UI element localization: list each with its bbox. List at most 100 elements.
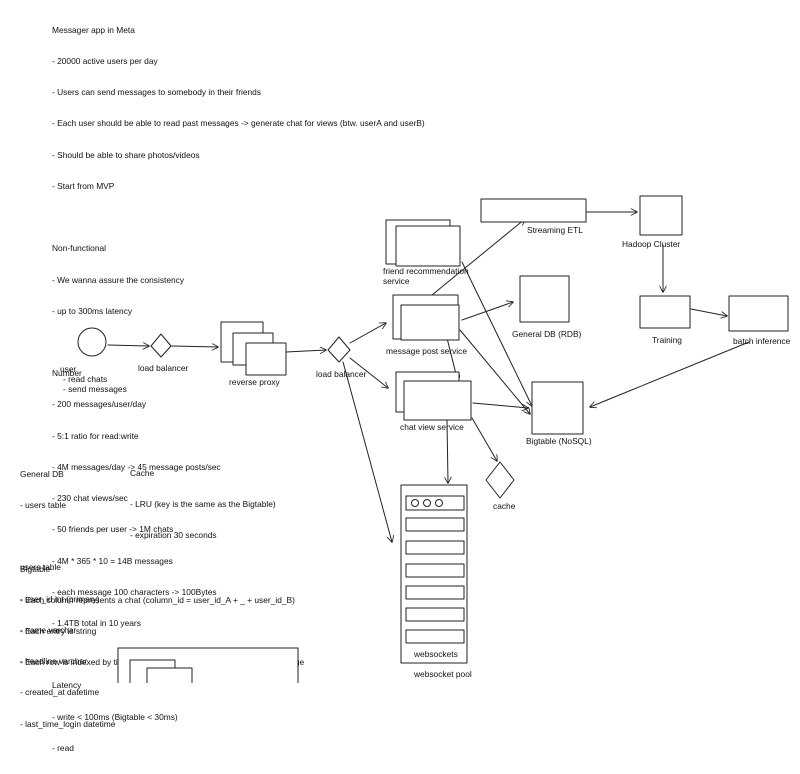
architecture-diagram: user - read chats - send messages load b… [60,195,791,683]
general-db-node: General DB (RDB) [512,275,582,339]
numbers-item: - 1.4TB total in 10 years [52,617,141,628]
arrow-post-to-etl [431,219,525,296]
training-label: Training [652,335,682,345]
load-balancer-2: load balancer [316,336,366,379]
user-item: - read chats [63,374,107,384]
training-box [639,295,691,329]
chat-view-service-box [403,380,472,421]
numbers-item: - each message 100 characters -> 100Byte… [52,586,217,597]
requirements-item: - Should be able to share photos/videos [52,149,200,160]
websocket-dot-icon [411,499,419,507]
websocket-slot [405,607,465,622]
users-table-item: - headline varchar [20,656,88,667]
arrow-friendrec-to-bigtable [461,261,532,406]
arrow-proxy-to-lb2 [285,350,326,352]
cache-diamond-icon [485,461,515,499]
arrow-lb2-to-post [349,323,386,344]
numbers-item: - 4M messages/day -> 45 message posts/se… [52,461,221,472]
numbers-item: - 50 friends per user -> 1M chats [52,524,174,535]
load-balancer-2-label: load balancer [316,369,366,379]
websocket-dot-icon [435,499,443,507]
users-table-item: - last_time_login datetime [20,718,116,729]
nonfunctional-title: Non-functional [52,243,107,254]
partial-bottom-box [146,667,193,683]
websocket-slot [405,585,465,600]
hadoop-cluster-label: Hadoop Cluster [622,239,680,249]
arrow-user-to-lb [107,345,149,346]
users-table-title: users table [20,562,61,573]
cache-item: - expiration 30 seconds [130,530,217,541]
users-table-item: - created_at datetime [20,687,100,698]
hadoop-cluster-box [639,195,683,236]
bigtable-label: Bigtable (NoSQL) [526,436,592,446]
friend-recommendation-box [395,225,461,267]
friend-recommendation-label: service [383,276,410,286]
nonfunctional-item: - We wanna assure the consistency [52,274,185,285]
general-db-box [519,275,570,323]
arrow-training-to-batch [690,308,727,316]
batch-inference-box [728,295,789,332]
user-node: user - read chats - send messages [60,327,127,394]
batch-inference-node: batch inference [728,295,791,346]
arrow-chatview-to-bigtable [472,402,528,408]
cache-item: - LRU (key is the same as the Bigtable) [130,499,276,510]
general-db-label: General DB (RDB) [512,329,582,339]
training-node: Training [639,295,691,345]
numbers-title: Number [52,368,82,379]
websockets-label: websockets [413,649,458,659]
connection-arrows [107,212,750,542]
numbers-item: - 5:1 ratio for read:write [52,430,139,441]
user-circle-icon [77,327,107,357]
websocket-pool-node: websockets websocket pool [400,484,472,679]
websocket-dot-icon [423,499,431,507]
load-balancer-diamond-icon [150,333,172,358]
websocket-slot [405,540,465,555]
requirements-item: - 20000 active users per day [52,56,158,67]
arrow-lb2-to-chatview [349,357,388,388]
reverse-proxy-box [245,342,287,376]
numbers-item: - 200 messages/user/day [52,399,147,410]
partial-bottom-node [117,647,299,683]
websocket-slot [405,517,465,532]
load-balancer-1: load balancer [138,333,188,373]
hadoop-cluster-node: Hadoop Cluster [622,195,683,249]
message-post-service-label: message post service [386,346,467,356]
arrow-lb-to-proxy [171,346,218,347]
bigtable-title: Bigtable [20,563,51,574]
arrow-chatview-to-cache [471,417,497,461]
users-table-item: - user_id int (primary) [20,593,100,604]
arrow-post-to-generaldb [461,302,513,321]
requirements-item: - Users can send messages to somebody in… [52,87,262,98]
load-balancer-1-label: load balancer [138,363,188,373]
chat-view-service-label: chat view service [400,422,464,432]
reverse-proxy-node: reverse proxy [220,321,287,387]
websocket-pool-label: websocket pool [413,669,472,679]
users-table-item: - name varchar [20,624,77,635]
arrow-lb2-to-websockets [342,361,392,542]
general-db-item: - users table [20,500,67,511]
cache-notes: Cache - LRU (key is the same as the Bigt… [130,447,276,561]
user-label: user [60,364,77,374]
load-balancer-diamond-icon [327,336,351,363]
numbers-item: - 4M * 365 * 10 = 14B messages [52,555,173,566]
requirements-title: Messager app in Meta [52,24,135,35]
cache-node: cache [485,461,516,511]
chat-view-service-node: chat view service [395,371,472,432]
bigtable-item: - Each entry is string [20,626,97,637]
friend-recommendation-label: friend recommendation [383,266,469,276]
streaming-etl-box [480,198,587,223]
friend-recommendation-node: friend recommendation service [383,219,469,286]
streaming-etl-node: Streaming ETL [480,198,587,235]
cache-title: Cache [130,467,155,478]
websocket-slot [405,563,465,578]
nonfunctional-item: - up to 300ms latency [52,305,133,316]
message-post-service-node: message post service [386,294,467,356]
requirements-item: - Each user should be able to read past … [52,118,425,129]
bigtable-node: Bigtable (NoSQL) [526,381,592,446]
arrow-chatview-to-websockets [447,419,448,483]
user-item: - send messages [63,384,127,394]
bigtable-box [531,381,584,435]
websocket-slot [405,629,465,644]
numbers-item: - 230 chat views/sec [52,493,128,504]
batch-inference-label: batch inference [733,336,791,346]
